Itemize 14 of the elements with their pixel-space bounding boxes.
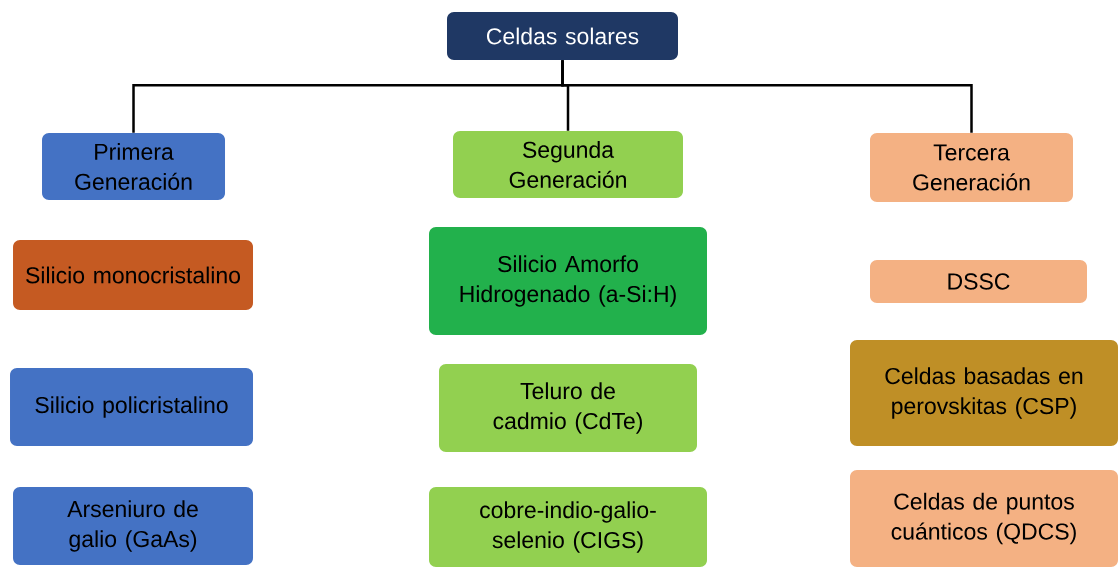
connector-line [561,60,973,133]
type-box: Silicio policristalino [10,368,253,446]
category-box: Tercera Generación [870,133,1073,202]
type-box: Celdas de puntos cuánticos (QDCS) [850,470,1118,567]
type-box: Celdas basadas en perovskitas (CSP) [850,340,1118,446]
type-box: DSSC [870,260,1087,303]
type-box: Silicio monocristalino [13,240,253,310]
type-box: Arseniuro de galio (GaAs) [13,487,253,565]
type-box: cobre-indio-galio-selenio (CIGS) [429,487,707,567]
category-box: Primera Generación [42,133,225,200]
type-box: Silicio Amorfo Hidrogenado (a-Si:H) [429,227,707,335]
type-box: Teluro de cadmio (CdTe) [439,364,697,452]
title-box: Celdas solares [447,12,678,60]
category-box: Segunda Generación [453,131,683,198]
